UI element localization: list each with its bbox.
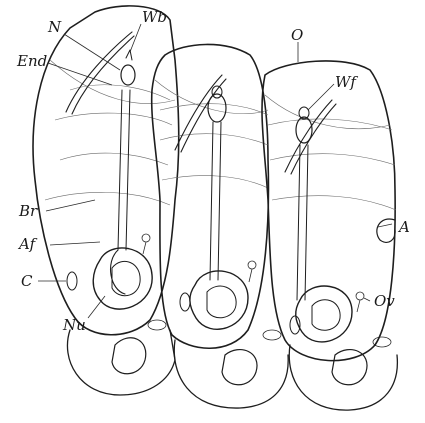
label-C: C [21,272,33,290]
figure-labels: N Wb O End Wf Br Af A C Nu Ov [16,8,410,334]
zooid-right [262,61,396,361]
label-Ov: Ov [374,292,395,310]
label-End: End [16,52,47,70]
label-Wf: Wf [335,73,358,91]
label-A: A [397,218,410,236]
leader-lines [38,24,392,318]
label-Wb: Wb [142,8,167,26]
lower-zooid-row [67,320,397,410]
label-Af: Af [17,235,38,253]
label-Br: Br [18,202,38,220]
label-Nu: Nu [62,316,86,334]
zooid-middle [152,44,269,348]
label-O: O [291,26,303,44]
label-N: N [47,18,62,36]
